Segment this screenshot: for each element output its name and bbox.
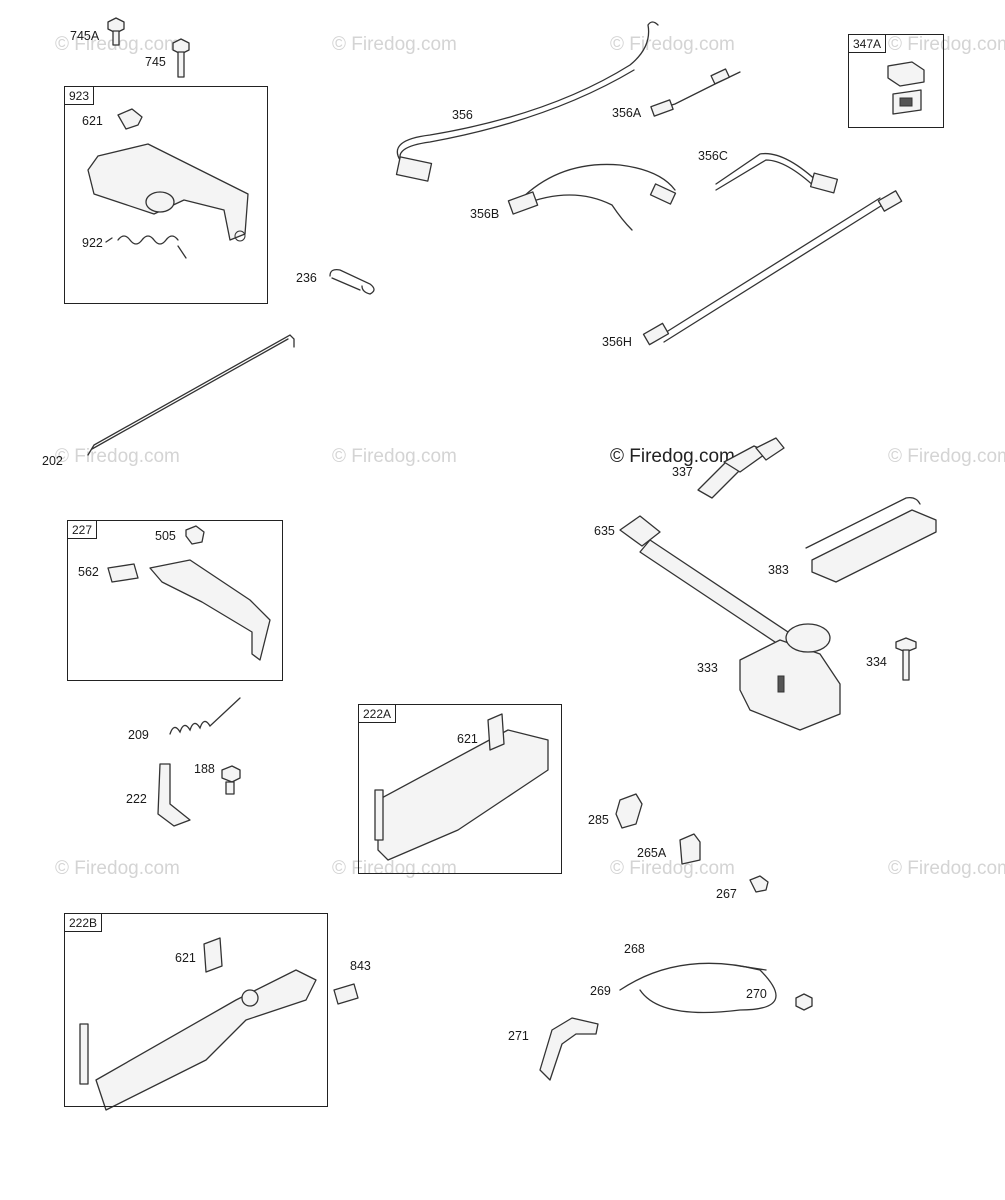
callout-268[interactable]: 268 [624,942,645,956]
wire-356h-shape [659,197,885,343]
bolt-745-shape [172,38,190,78]
group-box-222a: 222A [358,704,562,874]
part-383-shape [805,496,937,583]
callout-222[interactable]: 222 [126,792,147,806]
callout-843[interactable]: 843 [350,959,371,973]
bracket-227-shape [107,525,271,661]
cable-268-shape [619,962,777,1014]
part-285-shape [615,793,643,829]
callout-267[interactable]: 267 [716,887,737,901]
bracket-222-shape [157,763,191,827]
screw-188-shape [221,765,241,795]
callout-209[interactable]: 209 [128,728,149,742]
watermark-low-1: © Firedog.com [55,858,180,879]
group-box-227: 227 [67,520,283,681]
callout-356h[interactable]: 356H [602,335,632,349]
spring-209-shape [169,697,241,735]
wire-356c-shape [715,152,821,191]
group-box-347a: 347A [848,34,944,128]
lever-271-shape [539,1017,599,1081]
callout-333[interactable]: 333 [697,661,718,675]
callout-505[interactable]: 505 [155,529,176,543]
group-tag-347a[interactable]: 347A [848,34,887,53]
watermark-low-4: © Firedog.com [888,858,1005,879]
callout-356b[interactable]: 356B [470,207,500,221]
screw-745a-shape [107,17,125,46]
watermark-top-3: © Firedog.com [610,34,735,55]
callout-236[interactable]: 236 [296,271,317,285]
wire-356b-shape [519,163,676,231]
watermark-mid-2: © Firedog.com [332,446,457,467]
group-tag-222a[interactable]: 222A [358,704,397,723]
callout-271[interactable]: 271 [508,1029,529,1043]
callout-337[interactable]: 337 [672,465,693,479]
watermark-mid-1: © Firedog.com [55,446,180,467]
spark-plug-337-shape [697,437,785,499]
callout-745[interactable]: 745 [145,55,166,69]
screw-267-shape [749,875,769,893]
watermark-top-4: © Firedog.com [888,34,1005,55]
callout-635[interactable]: 635 [594,524,615,538]
nut-270-shape [795,993,813,1011]
group-box-923: 923 [64,86,268,304]
link-236-shape [329,268,375,295]
callout-621-923[interactable]: 621 [82,114,103,128]
callout-270[interactable]: 270 [746,987,767,1001]
governor-lever-923-shape [87,108,249,259]
watermark-mid-4: © Firedog.com [888,446,1005,467]
part-265a-shape [679,833,701,865]
group-tag-222b[interactable]: 222B [64,913,103,932]
group-box-222b: 222B [64,913,328,1107]
armature-333-shape [619,515,841,731]
callout-202[interactable]: 202 [42,454,63,468]
callout-562[interactable]: 562 [78,565,99,579]
bracket-222a-shape [374,713,549,861]
bolt-334-shape [895,637,917,681]
watermark-top-2: © Firedog.com [332,34,457,55]
callout-265a[interactable]: 265A [637,846,667,860]
watermark-low-3: © Firedog.com [610,858,735,879]
callout-922[interactable]: 922 [82,236,103,250]
callout-356[interactable]: 356 [452,108,473,122]
callout-383[interactable]: 383 [768,563,789,577]
bracket-222b-shape [79,937,317,1111]
callout-621-222b[interactable]: 621 [175,951,196,965]
callout-356c[interactable]: 356C [698,149,728,163]
callout-745a[interactable]: 745A [70,29,100,43]
group-tag-227[interactable]: 227 [67,520,98,539]
callout-269[interactable]: 269 [590,984,611,998]
callout-188[interactable]: 188 [194,762,215,776]
callout-356a[interactable]: 356A [612,106,642,120]
part-843-shape [333,983,359,1005]
switch-347a-shape [887,61,925,115]
callout-334[interactable]: 334 [866,655,887,669]
watermark-mid-3: © Firedog.com [610,446,735,467]
callout-285[interactable]: 285 [588,813,609,827]
callout-621-222a[interactable]: 621 [457,732,478,746]
group-tag-923[interactable]: 923 [64,86,95,105]
wire-356-shape [396,21,659,161]
